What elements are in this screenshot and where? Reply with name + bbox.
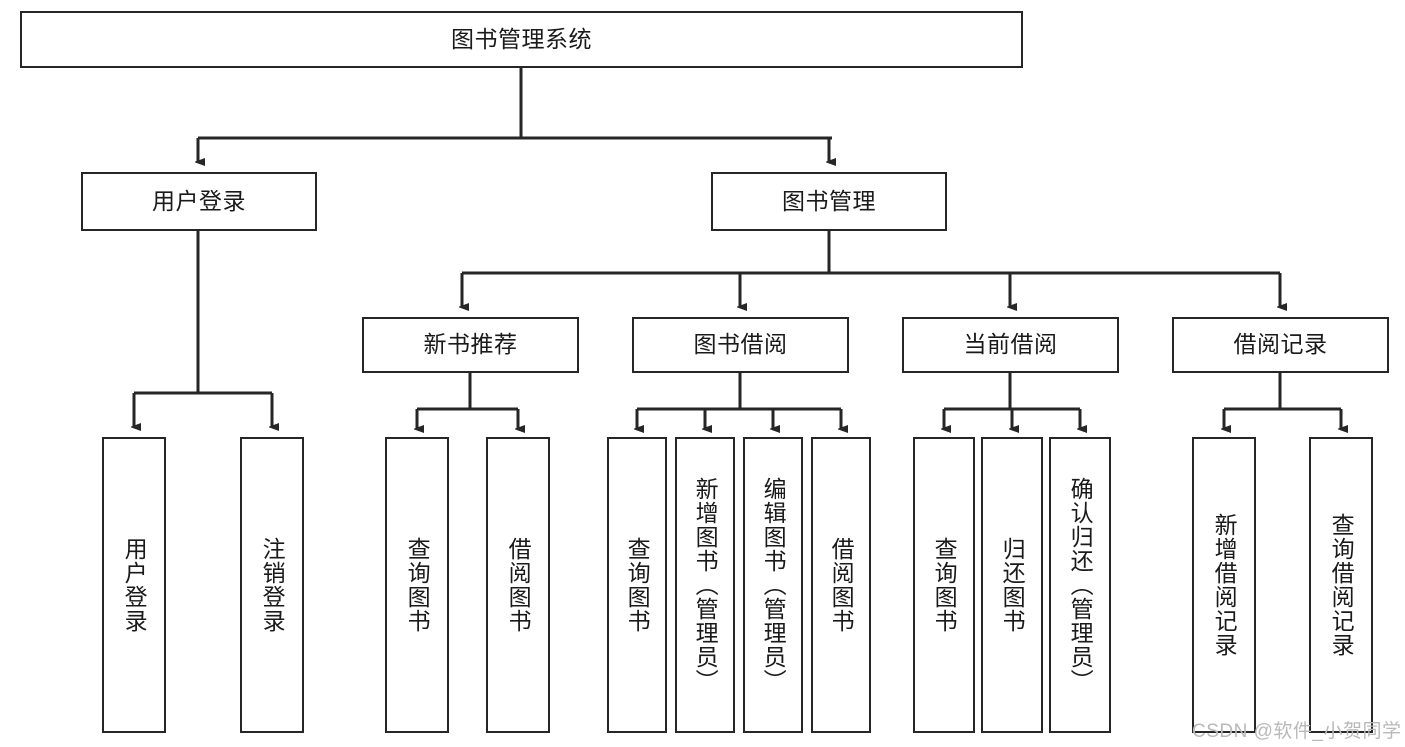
node-book-management-label: 图书管理 bbox=[782, 187, 876, 214]
leaf-return-book-label: 归还图书 bbox=[999, 537, 1026, 633]
node-new-book-recommend[interactable]: 新书推荐 bbox=[362, 317, 579, 373]
node-book-management[interactable]: 图书管理 bbox=[711, 172, 947, 231]
leaf-query-book-borrow-label: 查询图书 bbox=[624, 537, 651, 633]
leaf-edit-book-admin-label: 编辑图书（管理员） bbox=[760, 477, 787, 693]
leaf-user-logout[interactable]: 注销登录 bbox=[240, 437, 304, 733]
leaf-query-borrow-record[interactable]: 查询借阅记录 bbox=[1309, 437, 1373, 733]
leaf-return-book[interactable]: 归还图书 bbox=[981, 437, 1043, 733]
leaf-edit-book-admin[interactable]: 编辑图书（管理员） bbox=[743, 437, 803, 733]
node-root-label: 图书管理系统 bbox=[451, 25, 592, 52]
node-new-book-recommend-label: 新书推荐 bbox=[423, 331, 518, 358]
leaf-add-borrow-record-label: 新增借阅记录 bbox=[1211, 513, 1238, 657]
leaf-add-borrow-record[interactable]: 新增借阅记录 bbox=[1192, 437, 1256, 733]
leaf-user-login[interactable]: 用户登录 bbox=[102, 437, 166, 733]
leaf-query-book-borrow[interactable]: 查询图书 bbox=[607, 437, 667, 733]
leaf-borrow-book-label: 借阅图书 bbox=[828, 537, 855, 633]
leaf-query-book-recommend[interactable]: 查询图书 bbox=[385, 437, 449, 733]
node-root[interactable]: 图书管理系统 bbox=[20, 11, 1023, 68]
leaf-query-book-current[interactable]: 查询图书 bbox=[913, 437, 975, 733]
node-user-login[interactable]: 用户登录 bbox=[81, 172, 317, 231]
leaf-query-borrow-record-label: 查询借阅记录 bbox=[1328, 513, 1355, 657]
leaf-add-book-admin[interactable]: 新增图书（管理员） bbox=[675, 437, 735, 733]
leaf-borrow-book[interactable]: 借阅图书 bbox=[811, 437, 871, 733]
node-borrow-records-label: 借阅记录 bbox=[1233, 331, 1328, 358]
leaf-borrow-book-recommend-label: 借阅图书 bbox=[505, 537, 532, 633]
leaf-user-login-label: 用户登录 bbox=[121, 537, 148, 633]
leaf-borrow-book-recommend[interactable]: 借阅图书 bbox=[486, 437, 550, 733]
leaf-confirm-return-admin-label: 确认归还（管理员） bbox=[1067, 477, 1094, 693]
node-user-login-label: 用户登录 bbox=[152, 187, 246, 214]
leaf-query-book-recommend-label: 查询图书 bbox=[404, 537, 431, 633]
node-book-borrow[interactable]: 图书借阅 bbox=[632, 317, 849, 373]
node-current-borrow-label: 当前借阅 bbox=[963, 331, 1058, 358]
leaf-user-logout-label: 注销登录 bbox=[259, 537, 286, 633]
leaf-confirm-return-admin[interactable]: 确认归还（管理员） bbox=[1049, 437, 1111, 733]
leaf-query-book-current-label: 查询图书 bbox=[931, 537, 958, 633]
node-borrow-records[interactable]: 借阅记录 bbox=[1172, 317, 1389, 373]
node-current-borrow[interactable]: 当前借阅 bbox=[902, 317, 1119, 373]
node-book-borrow-label: 图书借阅 bbox=[693, 331, 788, 358]
leaf-add-book-admin-label: 新增图书（管理员） bbox=[692, 477, 719, 693]
